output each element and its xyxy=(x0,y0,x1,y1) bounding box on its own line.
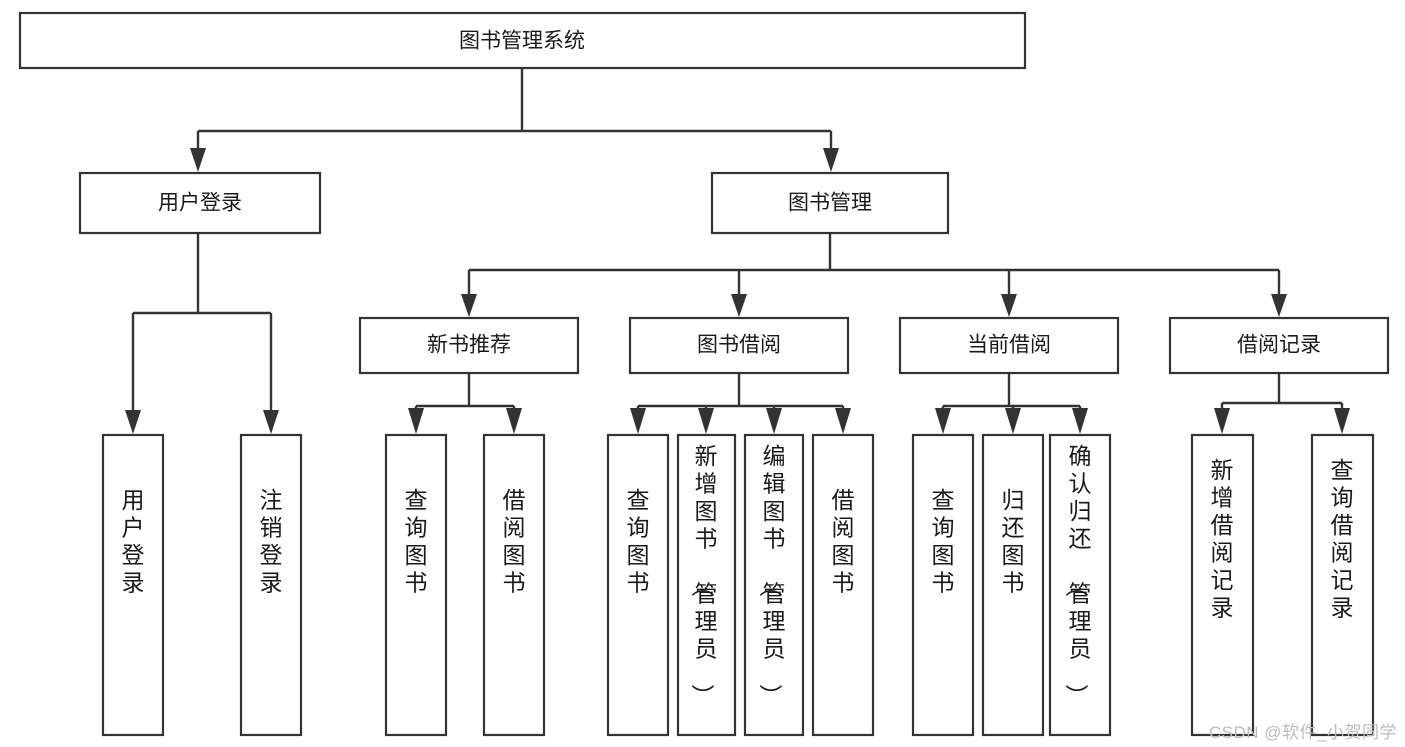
node-leaf-borrow-book-1-box[interactable] xyxy=(482,433,546,737)
node-leaf-user-login[interactable]: 用户登录 xyxy=(101,433,165,737)
node-leaf-user-logout[interactable]: 注销登录 xyxy=(239,433,303,737)
node-leaf-query-book-2-box[interactable] xyxy=(606,433,670,737)
node-leaf-query-book-2[interactable]: 查询图书 xyxy=(606,433,670,737)
arrowhead-bookmgmt xyxy=(823,148,839,172)
node-leaf-query-book-3-label: 查询图书 xyxy=(932,487,955,596)
node-current-borrow-label: 当前借阅 xyxy=(967,334,1051,357)
arrowhead-query-book-3 xyxy=(935,408,951,434)
node-leaf-borrow-book-1-label: 借阅图书 xyxy=(503,487,526,596)
arrowhead-borrow-book-2 xyxy=(835,408,851,434)
node-leaf-borrow-book-2[interactable]: 借阅图书 xyxy=(811,433,875,737)
arrowhead-confirm-return xyxy=(1072,408,1088,434)
arrowhead-edit-book xyxy=(766,408,782,434)
node-leaf-query-book-1-label: 查询图书 xyxy=(405,487,428,596)
node-user-login-label: 用户登录 xyxy=(158,192,242,215)
node-leaf-query-book-2-label: 查询图书 xyxy=(627,487,650,596)
arrowhead-login xyxy=(190,148,206,172)
node-new-book-recommend[interactable]: 新书推荐 xyxy=(358,316,580,375)
node-leaf-user-login-label: 用户登录 xyxy=(122,487,145,596)
arrowhead-query-book-2 xyxy=(630,408,646,434)
node-leaf-query-book-3[interactable]: 查询图书 xyxy=(911,433,975,737)
node-leaf-borrow-book-2-box[interactable] xyxy=(811,433,875,737)
arrowhead-query-book-1 xyxy=(408,408,424,434)
node-leaf-add-book-label: 新增图书（管理员） xyxy=(690,443,718,707)
node-book-management-label: 图书管理 xyxy=(788,192,872,215)
arrowhead-current xyxy=(1001,294,1017,317)
node-leaf-return-book-box[interactable] xyxy=(981,433,1045,737)
node-leaf-confirm-return[interactable]: 确认归还（管理员） xyxy=(1048,433,1112,737)
arrowhead-add-record xyxy=(1214,408,1230,434)
node-book-borrow-box[interactable] xyxy=(628,316,850,375)
node-leaf-add-record-label: 新增借阅记录 xyxy=(1211,457,1234,621)
node-leaf-edit-book-box[interactable] xyxy=(743,433,805,737)
node-leaf-edit-book-label: 编辑图书（管理员） xyxy=(758,443,786,707)
node-leaf-query-book-1[interactable]: 查询图书 xyxy=(384,433,448,737)
node-leaf-query-record[interactable]: 查询借阅记录 xyxy=(1310,433,1375,737)
node-root-label: 图书管理系统 xyxy=(459,30,585,53)
node-book-borrow-label: 图书借阅 xyxy=(697,334,781,357)
arrowhead-query-record xyxy=(1334,408,1350,434)
node-leaf-add-book[interactable]: 新增图书（管理员） xyxy=(676,433,737,737)
arrowhead-borrow-book-1 xyxy=(506,408,522,434)
node-leaf-return-book-label: 归还图书 xyxy=(1002,487,1025,596)
node-leaf-add-book-box[interactable] xyxy=(676,433,737,737)
node-leaf-edit-book[interactable]: 编辑图书（管理员） xyxy=(743,433,805,737)
node-user-login[interactable]: 用户登录 xyxy=(78,171,322,235)
node-leaf-confirm-return-box[interactable] xyxy=(1048,433,1112,737)
node-leaf-query-record-label: 查询借阅记录 xyxy=(1331,457,1354,621)
node-current-borrow-box[interactable] xyxy=(898,316,1120,375)
node-leaf-return-book[interactable]: 归还图书 xyxy=(981,433,1045,737)
arrowhead-newbook xyxy=(461,294,477,317)
arrowhead-user-login xyxy=(125,410,141,434)
node-leaf-user-login-box[interactable] xyxy=(101,433,165,737)
node-book-borrow[interactable]: 图书借阅 xyxy=(628,316,850,375)
node-leaf-user-logout-label: 注销登录 xyxy=(260,487,283,596)
node-new-book-recommend-label: 新书推荐 xyxy=(427,334,511,357)
node-new-book-recommend-box[interactable] xyxy=(358,316,580,375)
node-leaf-borrow-book-2-label: 借阅图书 xyxy=(832,487,855,596)
arrowhead-record xyxy=(1271,294,1287,317)
node-current-borrow[interactable]: 当前借阅 xyxy=(898,316,1120,375)
node-leaf-borrow-book-1[interactable]: 借阅图书 xyxy=(482,433,546,737)
arrowhead-return-book xyxy=(1005,408,1021,434)
connector-layer xyxy=(125,68,1350,434)
node-leaf-user-logout-box[interactable] xyxy=(239,433,303,737)
node-leaf-query-book-3-box[interactable] xyxy=(911,433,975,737)
node-leaf-add-record[interactable]: 新增借阅记录 xyxy=(1190,433,1255,737)
arrowhead-add-book xyxy=(698,408,714,434)
node-borrow-record-label: 借阅记录 xyxy=(1237,334,1321,357)
arrowhead-user-logout xyxy=(263,410,279,434)
node-book-management-box[interactable] xyxy=(710,171,950,235)
node-leaf-add-record-box[interactable] xyxy=(1190,433,1255,737)
node-leaf-confirm-return-label: 确认归还（管理员） xyxy=(1064,443,1092,707)
arrowhead-borrow xyxy=(731,294,747,317)
node-user-login-box[interactable] xyxy=(78,171,322,235)
node-root-box[interactable] xyxy=(18,11,1027,70)
node-root[interactable]: 图书管理系统 xyxy=(18,11,1027,70)
node-borrow-record-box[interactable] xyxy=(1168,316,1390,375)
node-leaf-query-book-1-box[interactable] xyxy=(384,433,448,737)
node-book-management[interactable]: 图书管理 xyxy=(710,171,950,235)
node-leaf-query-record-box[interactable] xyxy=(1310,433,1375,737)
node-borrow-record[interactable]: 借阅记录 xyxy=(1168,316,1390,375)
